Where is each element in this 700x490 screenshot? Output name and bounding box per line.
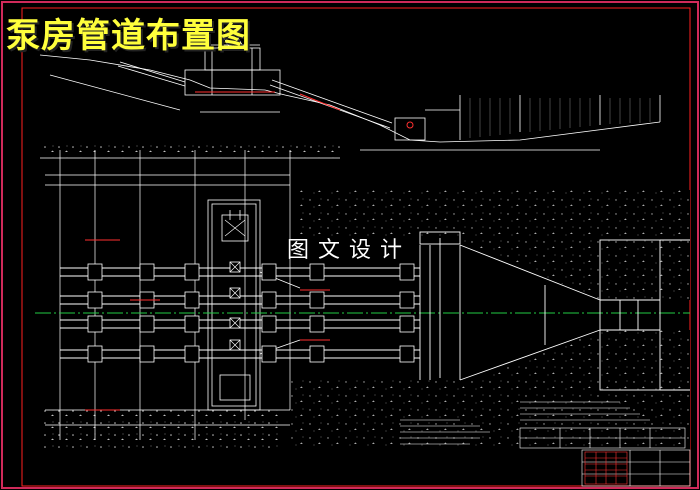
watermark-text: 图文设计 [287, 238, 412, 263]
section-view [39, 37, 661, 151]
title-block-red [584, 451, 628, 485]
plan-red-marks [85, 239, 330, 411]
soil-far-bottom [40, 410, 280, 450]
forebay [419, 231, 690, 391]
title-block [581, 449, 691, 487]
soil-bottom-left [290, 380, 460, 450]
pump-marks [224, 219, 246, 351]
schedule-table [519, 427, 686, 449]
pipe-fittings [87, 261, 415, 363]
soil-right-upper [460, 240, 690, 300]
soil-upper-right [300, 190, 690, 240]
section-red-marks [195, 91, 414, 129]
soil-strip-top [40, 140, 340, 158]
slope-hatching [469, 98, 651, 138]
notes-block [400, 401, 650, 445]
pump-room [207, 199, 261, 411]
drawing-title: 泵房管道布置图 [6, 16, 251, 56]
